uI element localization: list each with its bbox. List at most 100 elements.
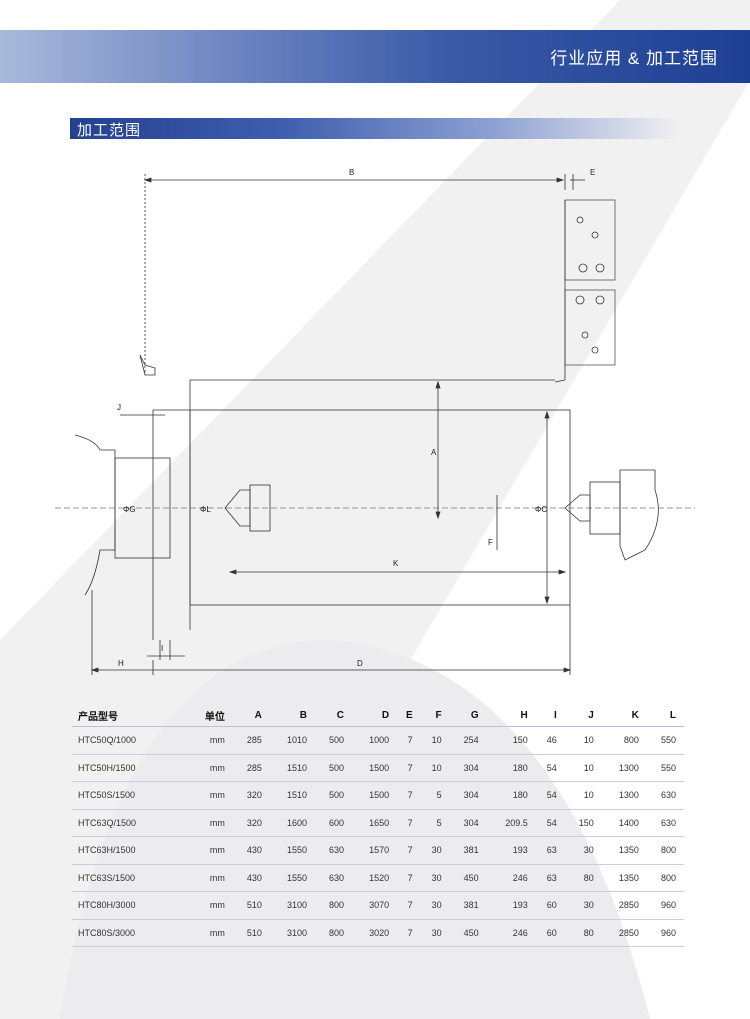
table-cell: 46: [535, 726, 565, 755]
table-cell: 54: [535, 781, 565, 810]
section-title: 加工范围: [77, 122, 142, 139]
dim-label-l: ΦL: [200, 505, 211, 514]
table-cell: 800: [646, 864, 684, 892]
table-cell: 80: [564, 864, 602, 892]
table-cell: 800: [314, 919, 353, 947]
table-cell: 63: [535, 836, 565, 865]
table-cell: 80: [564, 919, 602, 947]
table-cell: 193: [486, 891, 536, 920]
table-cell: 450: [449, 864, 487, 892]
table-cell: 7: [397, 754, 421, 782]
machining-range-drawing: B E A ΦC ΦL ΦG F K J I H D: [55, 168, 695, 675]
table-cell: 7: [397, 919, 421, 947]
table-cell: 7: [397, 864, 421, 892]
dim-label-g: ΦG: [123, 505, 136, 514]
table-cell: 320: [232, 781, 270, 810]
dim-label-a: A: [431, 448, 437, 457]
model-cell: HTC50S/1500: [72, 781, 188, 810]
table-cell: 10: [564, 781, 602, 810]
table-cell: 1350: [601, 864, 647, 892]
col-header: A: [232, 704, 270, 727]
table-cell: 1300: [601, 781, 647, 810]
table-cell: 800: [314, 891, 353, 920]
table-cell: 1550: [269, 836, 315, 865]
table-cell: 285: [232, 754, 270, 782]
model-cell: HTC80S/3000: [72, 919, 188, 947]
model-cell: HTC50Q/1000: [72, 726, 188, 755]
table-cell: 381: [449, 891, 487, 920]
model-cell: HTC80H/3000: [72, 891, 188, 920]
col-header: I: [535, 704, 565, 727]
table-cell: 60: [535, 891, 565, 920]
table-cell: 7: [397, 836, 421, 865]
dim-label-b: B: [349, 168, 354, 177]
section-bar: [70, 118, 680, 139]
table-cell: 60: [535, 919, 565, 947]
table-cell: 30: [420, 864, 450, 892]
col-header: K: [601, 704, 647, 727]
col-header: G: [449, 704, 487, 727]
table-cell: 10: [420, 754, 450, 782]
col-header: L: [646, 704, 684, 727]
table-cell: 500: [314, 726, 353, 755]
table-cell: 180: [486, 781, 536, 810]
table-cell: 1500: [352, 781, 398, 810]
header-band: [0, 30, 750, 83]
model-cell: HTC50H/1500: [72, 754, 188, 782]
table-cell: 630: [314, 864, 353, 892]
table-cell: 1000: [352, 726, 398, 755]
col-header: F: [420, 704, 450, 727]
table-cell: mm: [187, 809, 233, 837]
table-cell: 320: [232, 809, 270, 837]
dim-label-j: J: [117, 403, 121, 412]
table-cell: 10: [420, 726, 450, 755]
table-cell: mm: [187, 781, 233, 810]
table-cell: 304: [449, 781, 487, 810]
table-cell: 800: [646, 836, 684, 865]
table-cell: mm: [187, 891, 233, 920]
dim-label-f: F: [488, 538, 493, 547]
table-cell: 800: [601, 726, 647, 755]
table-cell: mm: [187, 836, 233, 865]
table-cell: 150: [564, 809, 602, 837]
table-cell: 193: [486, 836, 536, 865]
table-cell: 285: [232, 726, 270, 755]
table-cell: 63: [535, 864, 565, 892]
table-cell: 30: [420, 891, 450, 920]
table-header-row: 产品型号 单位 A B C D E F G H I J K L: [72, 704, 684, 727]
table-cell: 246: [486, 919, 536, 947]
table-cell: 7: [397, 891, 421, 920]
table-cell: 630: [646, 809, 684, 837]
table-cell: 1350: [601, 836, 647, 865]
table-cell: 30: [564, 836, 602, 865]
col-header: 单位: [187, 704, 233, 727]
table-cell: mm: [187, 726, 233, 755]
table-cell: 550: [646, 726, 684, 755]
table-cell: 1300: [601, 754, 647, 782]
table-cell: 3100: [269, 891, 315, 920]
table-cell: 1600: [269, 809, 315, 837]
table-cell: mm: [187, 919, 233, 947]
table-cell: 510: [232, 891, 270, 920]
table-cell: 1510: [269, 781, 315, 810]
col-header: J: [564, 704, 602, 727]
table-cell: 30: [564, 891, 602, 920]
table-cell: 304: [449, 809, 487, 837]
table-cell: 2850: [601, 891, 647, 920]
table-cell: 550: [646, 754, 684, 782]
table-cell: 500: [314, 781, 353, 810]
table-cell: mm: [187, 754, 233, 782]
table-cell: 150: [486, 726, 536, 755]
table-cell: 500: [314, 754, 353, 782]
dim-label-e: E: [590, 168, 595, 177]
table-cell: 510: [232, 919, 270, 947]
table-cell: 960: [646, 891, 684, 920]
table-cell: 5: [420, 809, 450, 837]
